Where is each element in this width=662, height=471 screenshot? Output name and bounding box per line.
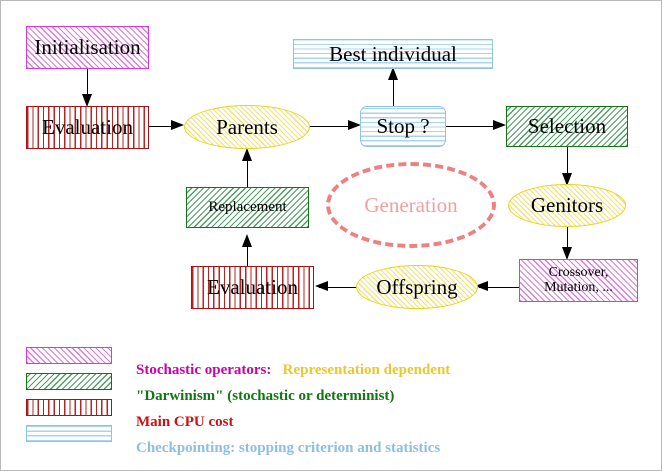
legend-swatch-darwinism bbox=[26, 373, 112, 390]
node-evaluation-top[interactable]: Evaluation bbox=[26, 106, 149, 149]
node-offspring[interactable]: Offspring bbox=[356, 265, 478, 309]
legend-swatch-stochastic-operators bbox=[26, 347, 112, 364]
crossover-mutation-label: Crossover, Mutation, ... bbox=[544, 264, 613, 295]
initialisation-label: Initialisation bbox=[34, 35, 141, 60]
arrowhead-replacement-to-parents bbox=[242, 148, 252, 161]
arrowhead-initialisation-to-evaluation bbox=[82, 94, 92, 107]
arrowhead-crossover-to-offspring bbox=[475, 281, 488, 291]
arrowhead-stop-to-best-individual bbox=[388, 67, 398, 80]
arrowhead-parents-to-stop bbox=[348, 120, 361, 130]
legend-label-darwinism: "Darwinism" (stochastic or determinist) bbox=[136, 388, 395, 404]
offspring-label: Offspring bbox=[376, 274, 458, 299]
node-best-individual[interactable]: Best individual bbox=[293, 39, 493, 69]
evaluation-bottom-label: Evaluation bbox=[207, 275, 298, 300]
replacement-label: Replacement bbox=[208, 198, 287, 215]
node-initialisation[interactable]: Initialisation bbox=[26, 26, 149, 69]
edge-genitors-to-crossover bbox=[567, 226, 569, 258]
stop-label: Stop ? bbox=[376, 114, 430, 139]
edge-stop-to-best-individual bbox=[393, 71, 395, 107]
edge-parents-to-stop bbox=[309, 126, 353, 128]
node-stop[interactable]: Stop ? bbox=[360, 106, 446, 147]
node-crossover-mutation[interactable]: Crossover, Mutation, ... bbox=[519, 259, 638, 302]
arrowhead-genitors-to-crossover bbox=[562, 247, 572, 260]
selection-label: Selection bbox=[527, 114, 607, 139]
legend-label-main-cpu-cost: Main CPU cost bbox=[136, 414, 234, 430]
node-parents[interactable]: Parents bbox=[184, 105, 310, 149]
edge-stop-to-selection bbox=[446, 126, 498, 128]
legend-swatch-checkpointing bbox=[26, 425, 112, 442]
node-genitors[interactable]: Genitors bbox=[508, 184, 626, 227]
legend-text-stochastic-operators: Stochastic operators: Representation dep… bbox=[121, 345, 450, 396]
legend-swatch-main-cpu-cost bbox=[26, 399, 112, 416]
generation-cycle-ellipse: Generation bbox=[326, 162, 496, 248]
node-selection[interactable]: Selection bbox=[506, 106, 628, 147]
legend-label-stochastic-operators: Stochastic operators: bbox=[136, 362, 272, 378]
edge-evaluation-to-replacement bbox=[247, 239, 249, 269]
parents-label: Parents bbox=[216, 114, 278, 139]
legend-text-main-cpu-cost: Main CPU cost bbox=[121, 397, 234, 448]
edge-initialisation-to-evaluation bbox=[87, 68, 89, 98]
edge-selection-to-genitors bbox=[567, 147, 569, 179]
legend-text-checkpointing: Checkpointing: stopping criterion and st… bbox=[121, 423, 441, 470]
edge-evaluation-to-parents bbox=[149, 126, 175, 128]
arrowhead-offspring-to-evaluation bbox=[315, 281, 328, 291]
edge-offspring-to-evaluation bbox=[319, 287, 359, 289]
evaluation-top-label: Evaluation bbox=[42, 115, 133, 140]
arrowhead-stop-to-selection bbox=[493, 120, 506, 130]
legend-label-representation-dependent: Representation dependent bbox=[271, 362, 451, 378]
arrowhead-evaluation-to-replacement bbox=[242, 234, 252, 247]
arrowhead-evaluation-to-parents bbox=[171, 120, 184, 130]
edge-replacement-to-parents bbox=[247, 156, 249, 188]
best-individual-label: Best individual bbox=[329, 41, 457, 66]
node-replacement[interactable]: Replacement bbox=[186, 187, 309, 228]
legend-text-darwinism: "Darwinism" (stochastic or determinist) bbox=[121, 371, 394, 422]
generation-label: Generation bbox=[364, 192, 458, 217]
node-evaluation-bottom[interactable]: Evaluation bbox=[191, 266, 314, 309]
legend-label-checkpointing: Checkpointing: stopping criterion and st… bbox=[136, 440, 441, 456]
edge-crossover-to-offspring bbox=[479, 287, 521, 289]
genitors-label: Genitors bbox=[530, 193, 604, 218]
arrowhead-selection-to-genitors bbox=[562, 173, 572, 186]
